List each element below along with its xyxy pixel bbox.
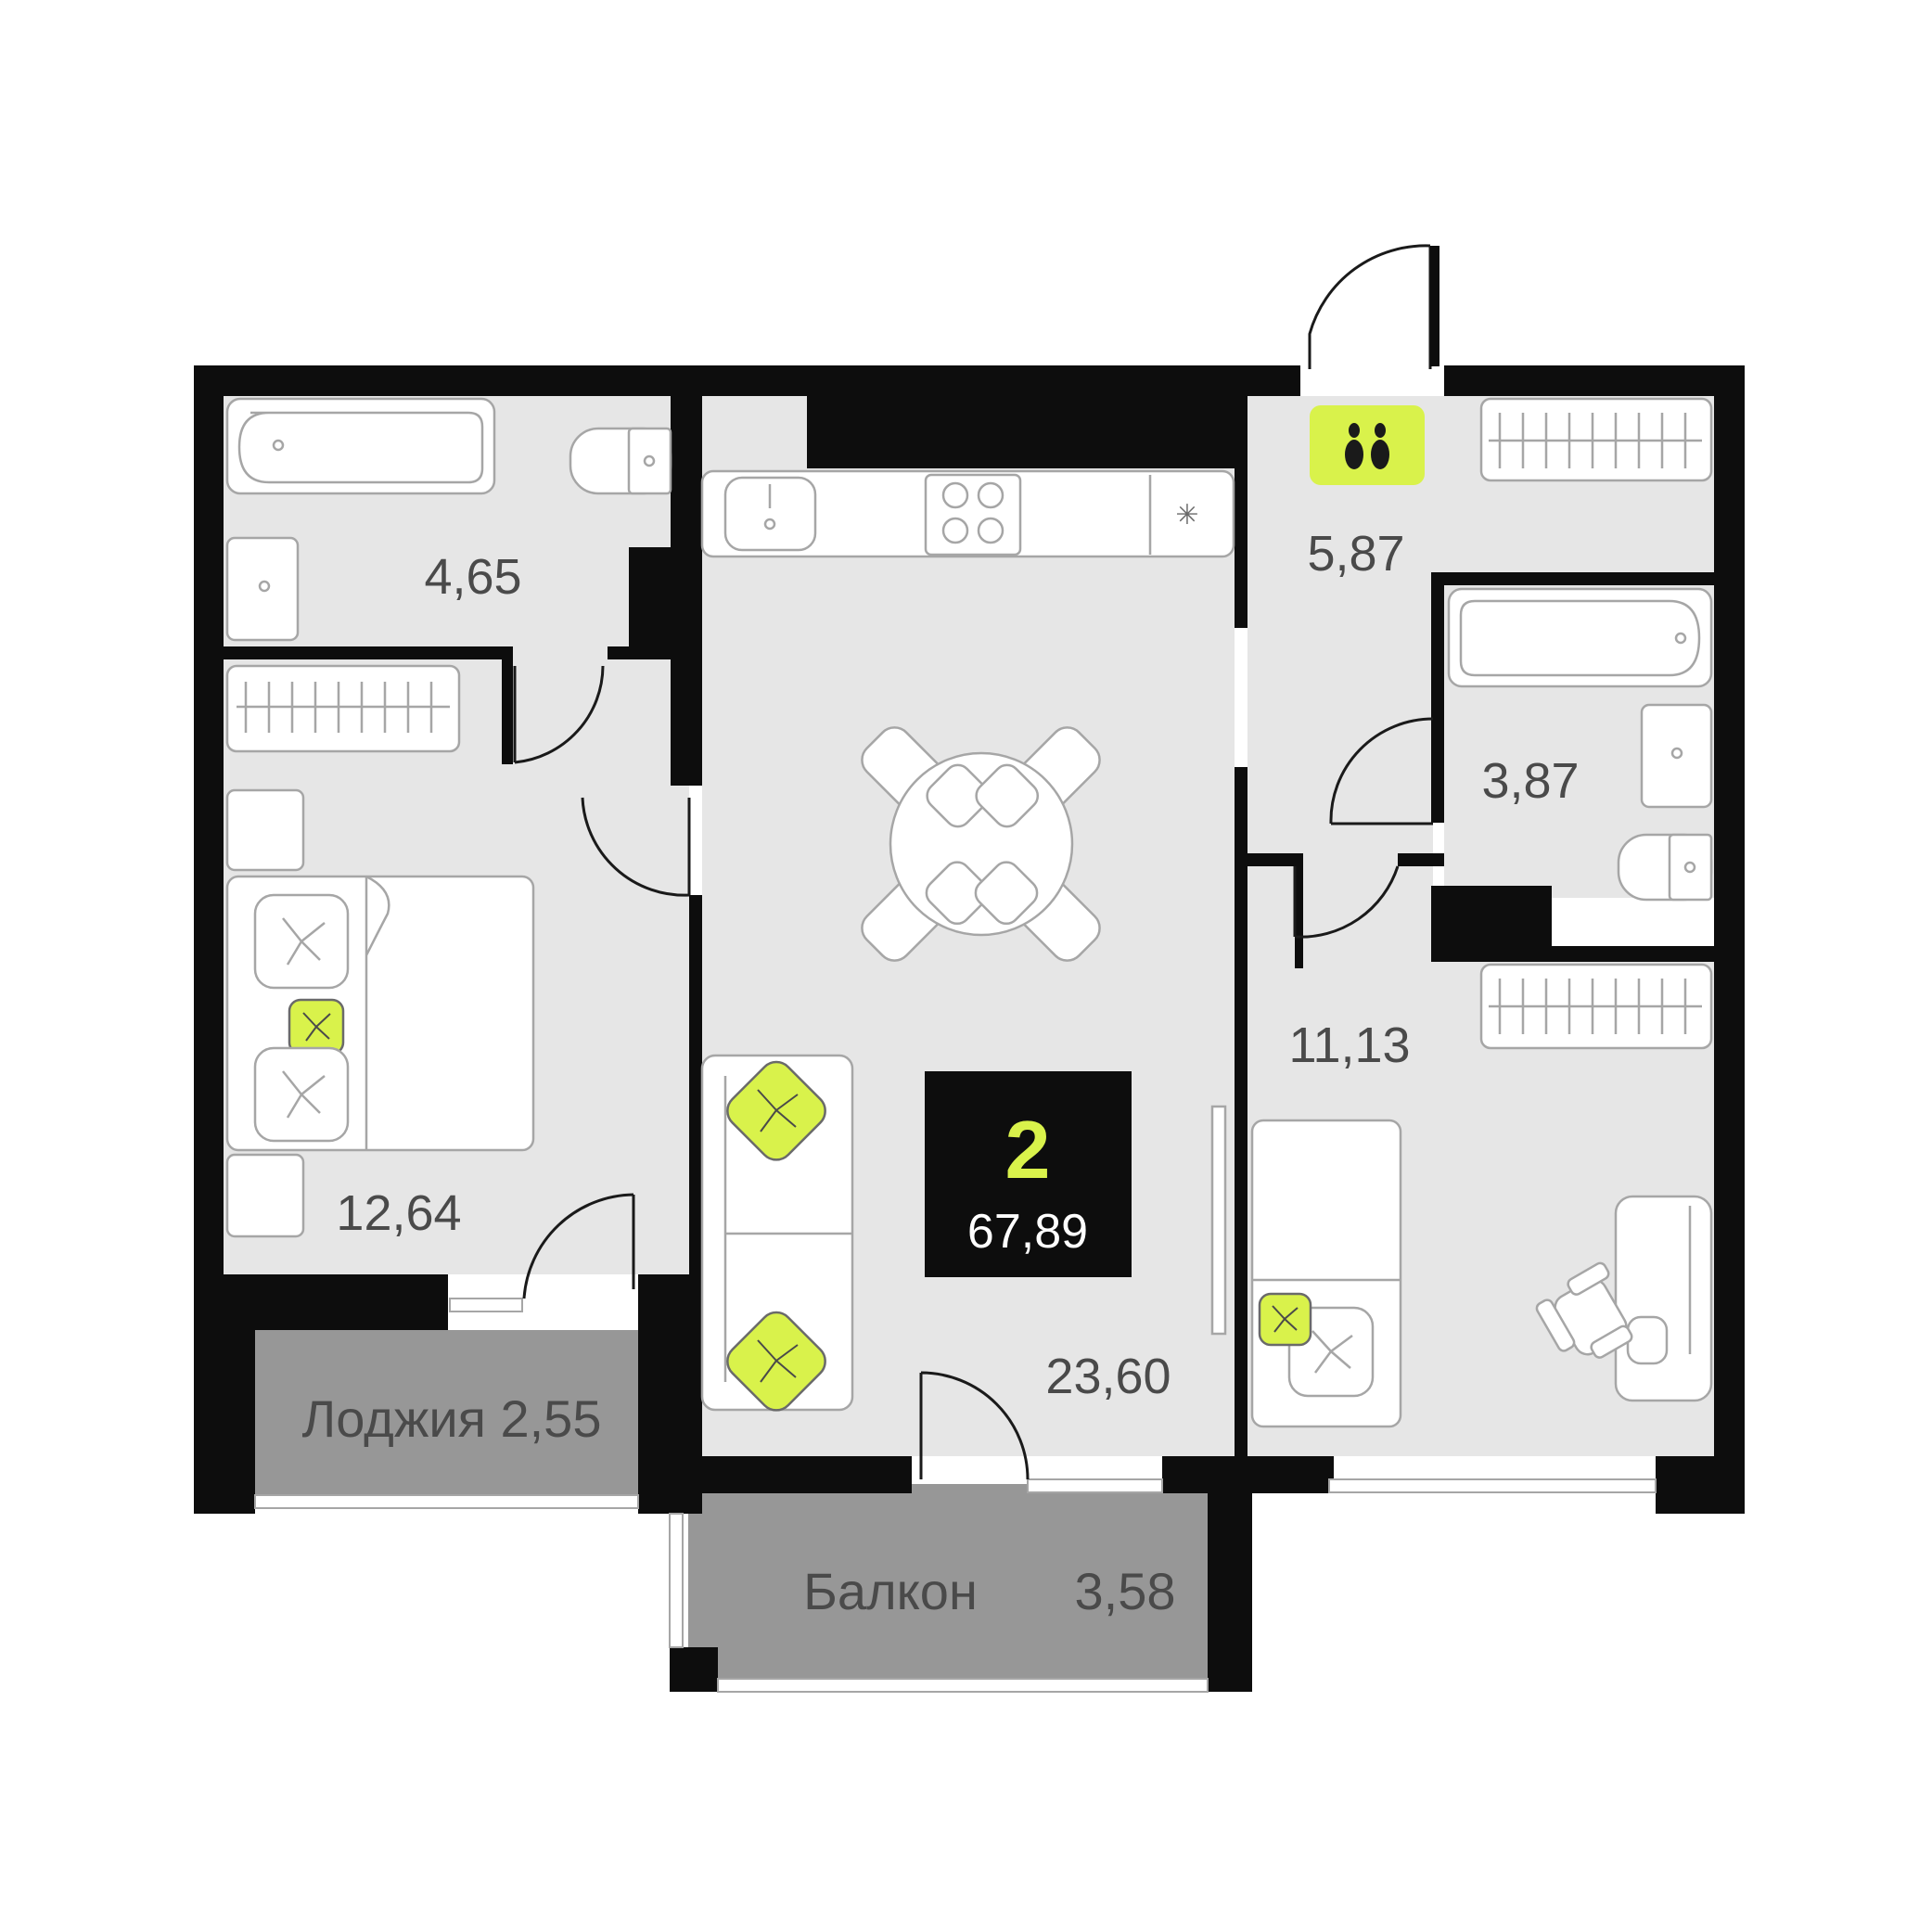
area-balcony: 3,58 (1075, 1562, 1176, 1620)
walls (194, 365, 1745, 1692)
room-count: 2 (1005, 1104, 1051, 1196)
nightstand-icon (225, 1153, 305, 1238)
bathroom-right-door (1329, 717, 1434, 825)
radiator-icon (225, 664, 461, 753)
area-bedroom-right: 11,13 (1288, 1017, 1410, 1073)
area-labels: 4,65 12,64 Лоджия 2,55 23,60 5,87 3,87 1… (302, 526, 1580, 1620)
area-kitchen-living: 23,60 (1045, 1349, 1171, 1404)
entrance-door (1308, 244, 1432, 369)
kitchen-fixtures: ✳ (700, 469, 1235, 1412)
balcony-door (919, 1371, 1030, 1480)
bathtub-icon (1447, 587, 1713, 688)
doors (513, 244, 1439, 1480)
bathroom-right-fixtures (1447, 587, 1713, 902)
total-area: 67,89 (967, 1205, 1088, 1259)
area-loggia: Лоджия 2,55 (302, 1389, 602, 1448)
area-bathroom-right: 3,87 (1481, 753, 1579, 809)
area-hallway: 5,87 (1307, 526, 1404, 582)
bathtub-icon (225, 397, 496, 495)
hallway-fixtures (1310, 397, 1713, 485)
loggia-door (522, 1193, 635, 1299)
sink-icon (723, 476, 817, 552)
nightstand-icon (225, 788, 305, 872)
apartment-badge: 2 67,89 (925, 1071, 1132, 1277)
bathroom-left-fixtures (225, 397, 672, 642)
stove-icon (924, 473, 1022, 557)
floor-loggia (255, 1330, 638, 1494)
dining-table-icon (861, 726, 1101, 962)
desk-icon (1614, 1195, 1713, 1402)
floor-balcony (688, 1484, 1222, 1679)
bedroom-right-door (1293, 865, 1400, 939)
sofa-icon (700, 1054, 854, 1412)
wardrobe-sliding-door (1210, 1105, 1227, 1336)
bathroom-left-door (513, 665, 605, 764)
chair-icon (1535, 1261, 1633, 1359)
footprints-icon (1310, 405, 1425, 485)
balcony-label: Балкон (803, 1562, 978, 1620)
floor-hallway-lower (1247, 572, 1433, 962)
windows (254, 1298, 1657, 1693)
bedroom-left-fixtures (225, 664, 535, 1238)
area-bathroom-left: 4,65 (424, 549, 521, 605)
area-bedroom-left: 12,64 (336, 1185, 461, 1241)
bedroom-left-door (581, 797, 691, 897)
svg-text:✳: ✳ (1175, 499, 1198, 531)
badge-background (925, 1071, 1132, 1277)
bedroom-right-fixtures (1250, 963, 1713, 1428)
